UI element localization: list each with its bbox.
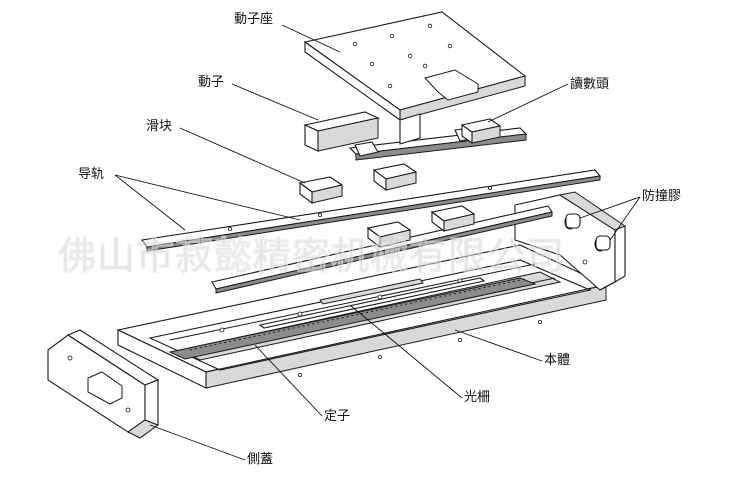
label-grating: 光柵 xyxy=(464,390,491,405)
label-body: 本體 xyxy=(544,353,571,368)
lower-rail-part xyxy=(211,205,553,294)
side-cover-part xyxy=(47,329,160,439)
label-carrier: 動子座 xyxy=(234,12,274,27)
bumper-part xyxy=(564,213,611,252)
carrier-part xyxy=(303,11,527,145)
upper-rail-part xyxy=(141,169,602,252)
leader-lines xyxy=(114,24,641,461)
reader-head-part xyxy=(460,118,502,145)
label-mover: 動子 xyxy=(198,75,225,90)
label-cover: 側蓋 xyxy=(247,452,274,467)
grating-part xyxy=(258,277,486,329)
stator-part xyxy=(168,277,537,360)
watermark-text: 佛山市菽懿精密机械有限公司 xyxy=(58,234,566,279)
label-stator: 定子 xyxy=(324,409,351,424)
slider-part xyxy=(298,163,418,205)
label-bumper: 防撞膠 xyxy=(642,189,682,204)
label-slider: 滑块 xyxy=(146,119,173,134)
label-reader: 讀數頭 xyxy=(570,77,610,92)
label-rail: 导轨 xyxy=(78,167,105,182)
